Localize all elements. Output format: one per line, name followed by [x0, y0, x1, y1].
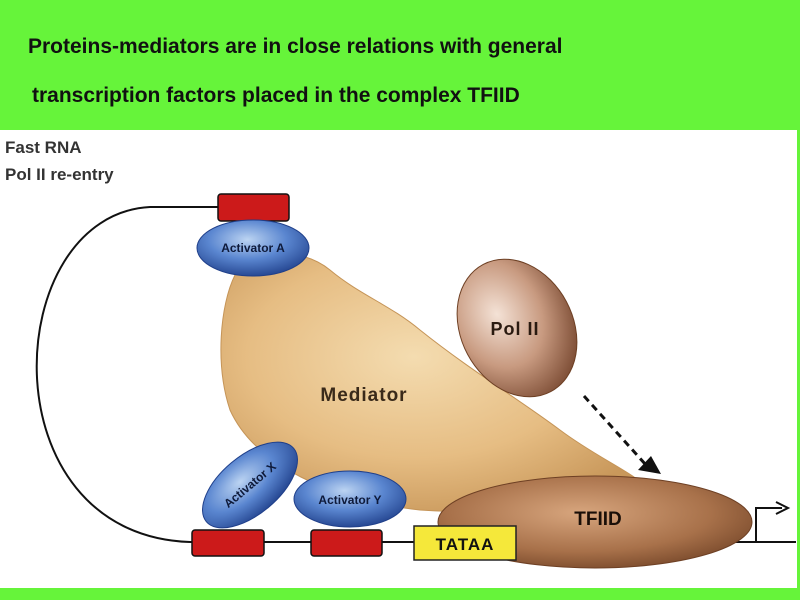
enhancer-box-bottom-left [191, 529, 265, 557]
activator-a-shape [196, 219, 310, 277]
dashed-arrow [582, 394, 648, 467]
title-banner: Proteins-mediators are in close relation… [0, 0, 800, 130]
tataa-box [413, 525, 517, 561]
enhancer-box-top [217, 193, 290, 222]
dashed-arrowhead [638, 456, 661, 474]
transcription-start-arrowhead [775, 501, 791, 515]
transcription-diagram: Mediator Pol II TFIID TATAA Activator A … [5, 138, 796, 569]
dna-loop [35, 206, 218, 543]
diagram-panel: Mediator Pol II TFIID TATAA Activator A … [0, 130, 797, 588]
tfiid-label: TFIID [574, 509, 622, 530]
enhancer-box-bottom-right [310, 529, 383, 557]
note-line-2: Pol II re-entry [5, 165, 114, 184]
transcription-start-arrow [755, 507, 782, 542]
activator-y-shape [293, 470, 407, 528]
activator-y-label: Activator Y [318, 493, 381, 507]
mediator-label: Mediator [320, 385, 407, 406]
tataa-label: TATAA [436, 535, 495, 554]
title-line-2: transcription factors placed in the comp… [32, 84, 520, 107]
activator-x-shape [202, 441, 298, 529]
note-line-1: Fast RNA [5, 138, 82, 157]
pol2-label: Pol II [490, 319, 539, 339]
activator-a-label: Activator A [221, 241, 285, 255]
pol2-shape [456, 258, 578, 398]
title-line-1: Proteins-mediators are in close relation… [28, 35, 563, 58]
